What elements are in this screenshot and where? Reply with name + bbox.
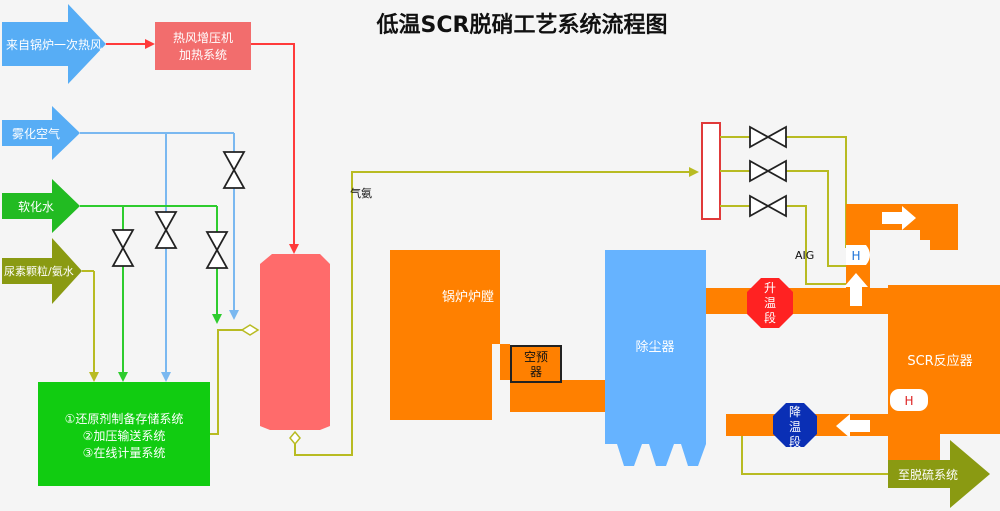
aig-valve-1 — [749, 125, 787, 149]
dust-collector-label: 除尘器 — [635, 340, 674, 355]
scr-reactor: SCR反应器 — [812, 204, 1000, 460]
input-arrow-boiler-hot-air: 来自锅炉一次热风 — [2, 4, 106, 84]
mixer-diamond — [240, 324, 260, 336]
aig-label: AIG — [795, 249, 814, 262]
boiler-furnace: 锅炉炉膛 — [390, 250, 605, 420]
heat-label-2: 温 — [764, 296, 776, 310]
atomizing-air-lines — [80, 132, 239, 382]
boiler-label: 锅炉炉膛 — [442, 289, 494, 305]
aig-valve-2 — [749, 159, 787, 183]
input-arrow-atomizing-air: 雾化空气 — [2, 106, 80, 160]
scr-flow-arrow-up — [844, 273, 868, 306]
cool-label-3: 段 — [789, 434, 801, 449]
h-badge-upper: H — [846, 245, 870, 265]
valve-soft-water-1 — [111, 229, 135, 267]
heating-section: 升 温 段 — [747, 278, 793, 328]
input-arrow-soft-water: 软化水 — [2, 179, 80, 233]
hot-air-line — [106, 39, 299, 254]
h-upper-label: H — [851, 249, 860, 263]
urea-line — [82, 270, 99, 382]
dust-collector: 除尘器 — [605, 250, 706, 466]
valve-soft-water-2 — [205, 231, 229, 269]
ammonia-distribution-header — [701, 122, 721, 220]
soft-water-label: 软化水 — [18, 200, 54, 214]
cool-label-1: 降 — [789, 405, 801, 419]
evaporation-tank — [260, 254, 330, 430]
heat-label-1: 升 — [764, 281, 776, 295]
reductant-prep-box: ①还原剂制备存储系统 ②加压输送系统 ③在线计量系统 — [38, 382, 210, 486]
input-arrow-urea: 尿素颗粒/氨水 — [2, 238, 82, 304]
boiler-hot-air-label: 来自锅炉一次热风 — [6, 37, 102, 52]
ammonia-gas-line — [294, 167, 699, 456]
scr-flow-arrow-right — [882, 206, 916, 230]
air-preheater: 空预 器 — [510, 345, 562, 383]
tank-bottom-diamond — [289, 430, 301, 446]
valve-atomizing — [222, 151, 246, 189]
to-desulfur-arrow: 至脱硫系统 — [888, 440, 990, 508]
reductant-to-tank-line — [210, 329, 258, 435]
aig-valve-3 — [749, 194, 787, 218]
heater-label-line2: 加热系统 — [179, 48, 227, 62]
valve-atomizing-2 — [154, 211, 178, 249]
prep-line3: ③在线计量系统 — [83, 446, 166, 460]
diagram-title: 低温SCR脱硝工艺系统流程图 — [376, 12, 668, 38]
cooling-section: 降 温 段 — [773, 403, 817, 449]
urea-label: 尿素颗粒/氨水 — [4, 264, 74, 278]
air-preheater-label-2: 器 — [530, 365, 542, 379]
to-desulfur-label: 至脱硫系统 — [898, 467, 958, 482]
prep-line1: ①还原剂制备存储系统 — [65, 411, 184, 426]
h-badge-lower: H — [890, 389, 928, 411]
ammonia-gas-label: 气氨 — [350, 186, 372, 200]
air-preheater-label-1: 空预 — [524, 350, 548, 364]
h-lower-label: H — [904, 394, 913, 408]
heat-label-3: 段 — [764, 310, 776, 325]
cool-label-2: 温 — [789, 420, 801, 434]
heater-box: 热风增压机 加热系统 — [155, 22, 251, 70]
atomizing-air-label: 雾化空气 — [12, 126, 60, 141]
soft-water-lines — [80, 205, 222, 382]
prep-line2: ②加压输送系统 — [83, 428, 166, 443]
to-desulfur-line — [741, 436, 890, 475]
scr-label: SCR反应器 — [907, 353, 972, 369]
scr-flow-arrow-left — [836, 414, 870, 438]
heater-label-line1: 热风增压机 — [173, 31, 233, 45]
